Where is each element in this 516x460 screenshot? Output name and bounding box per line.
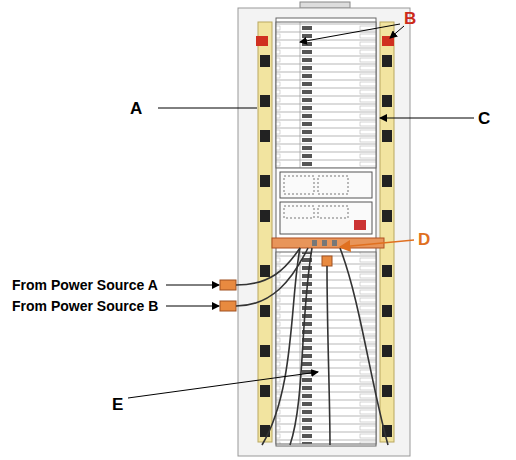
callout-label: E: [112, 396, 123, 413]
callout-label: D: [418, 231, 430, 248]
callout-label: A: [130, 100, 142, 117]
callout-label: C: [478, 110, 490, 127]
callout-label: From Power Source B: [12, 299, 158, 313]
callout-label: From Power Source A: [12, 278, 158, 292]
callout-label: B: [404, 10, 416, 27]
